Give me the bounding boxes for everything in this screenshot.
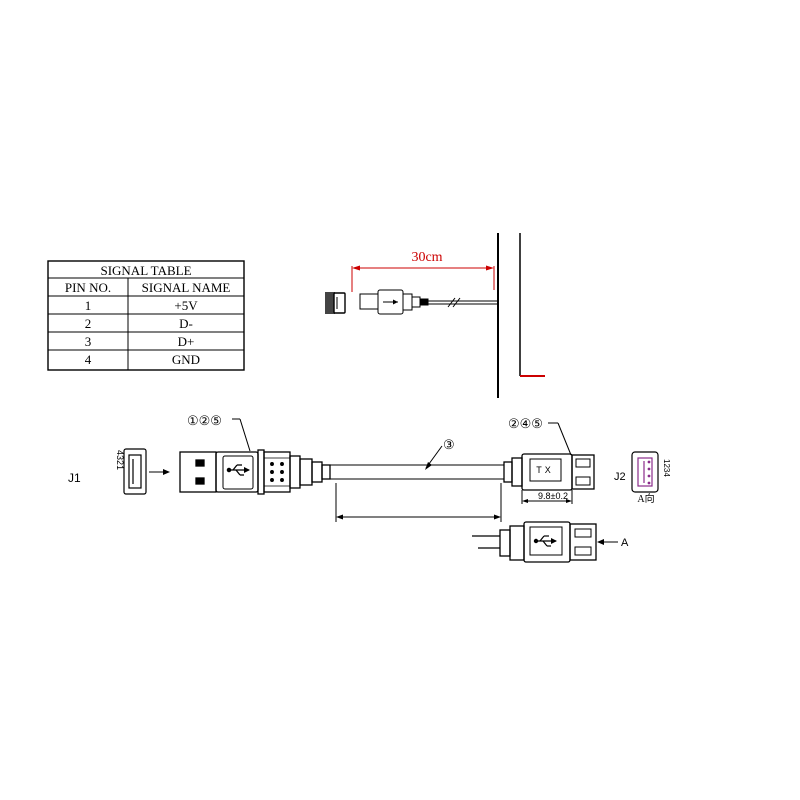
j2-usb-socket xyxy=(503,453,595,491)
usb-trident-icon xyxy=(226,464,250,476)
table-cell-signal: +5V xyxy=(174,298,198,313)
length-label: 30cm xyxy=(411,250,442,265)
plug-leader-line xyxy=(232,418,251,452)
view-a-arrow xyxy=(597,539,618,545)
view-a-label: A xyxy=(621,537,629,549)
j2-end-view xyxy=(631,451,659,493)
cable xyxy=(330,464,504,480)
plug-callout-numbers: ①②⑤ xyxy=(187,413,222,428)
view-a-socket xyxy=(472,521,597,563)
table-cell-signal: GND xyxy=(172,352,200,367)
table-cell-pin: 2 xyxy=(85,316,92,331)
length-dimension xyxy=(351,265,495,292)
mount-panel xyxy=(497,233,545,398)
table-cell-signal: D- xyxy=(179,316,193,331)
j1-pin-numbers: 4321 xyxy=(115,450,125,470)
table-cell-pin: 1 xyxy=(85,298,92,313)
j2-pin-numbers: 1234 xyxy=(662,459,671,477)
j1-label: J1 xyxy=(68,471,81,485)
signal-table xyxy=(47,260,245,371)
j1-view-arrow xyxy=(149,469,170,475)
table-cell-pin: 3 xyxy=(85,334,92,349)
socket-dimension-label: 9.8±0.2 xyxy=(538,491,568,501)
j2-view-label: A向 xyxy=(637,492,654,505)
usb-trident-icon xyxy=(533,535,557,547)
j1-usb-plug xyxy=(179,449,331,495)
table-cell-signal: D+ xyxy=(178,334,195,349)
cable-length-dimension xyxy=(335,483,502,522)
socket-leader-line xyxy=(548,422,572,456)
cable-leader-line xyxy=(425,445,443,470)
j2-label: J2 xyxy=(614,471,626,483)
mount-usb-plug xyxy=(325,289,498,315)
socket-width-dimension xyxy=(521,490,573,504)
table-header-pin: PIN NO. xyxy=(65,280,111,295)
cable-callout: ③ xyxy=(443,437,455,452)
j1-socket xyxy=(123,448,147,495)
socket-mark: TX xyxy=(536,465,554,475)
table-header-signal: SIGNAL NAME xyxy=(142,280,231,295)
socket-callout-numbers: ②④⑤ xyxy=(508,416,543,431)
table-cell-pin: 4 xyxy=(85,352,92,367)
signal-table-title: SIGNAL TABLE xyxy=(100,263,191,278)
